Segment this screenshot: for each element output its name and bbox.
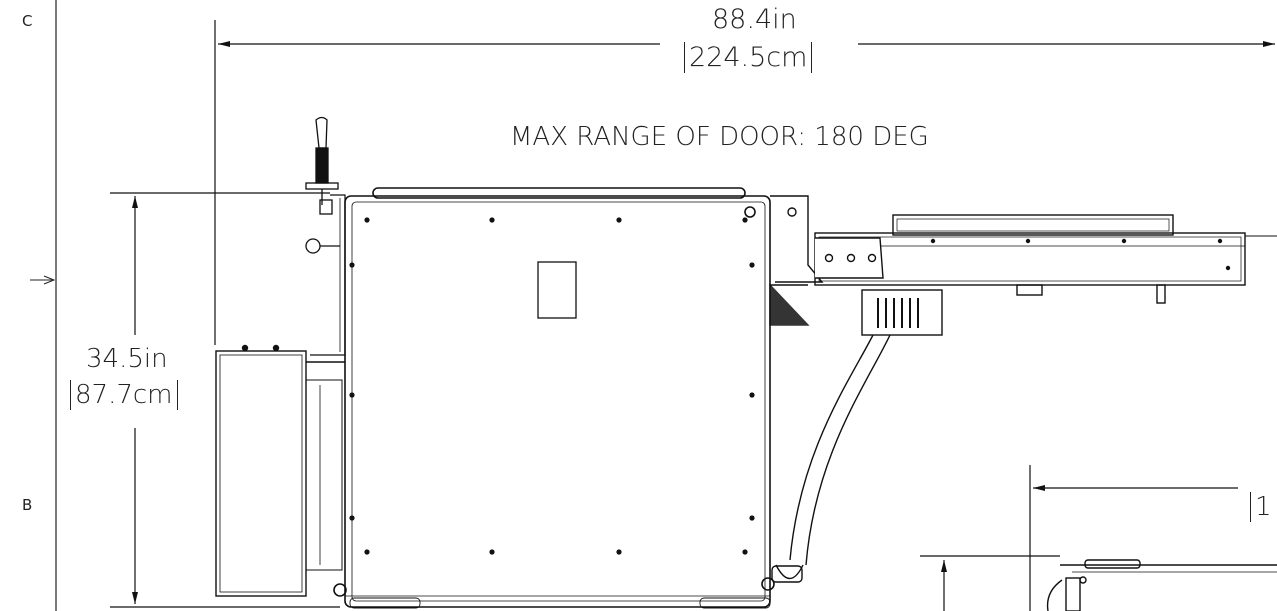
vent-and-hose bbox=[771, 289, 943, 583]
zone-label-c: C bbox=[22, 12, 33, 30]
side-box bbox=[215, 344, 345, 597]
height-dimension-line bbox=[110, 192, 340, 608]
partial-dimension-lines bbox=[920, 465, 1238, 611]
height-dimension-imperial: 34.5in bbox=[86, 344, 168, 374]
width-dimension-line bbox=[214, 20, 1275, 345]
width-dimension-imperial: 88.4in bbox=[712, 4, 797, 35]
lever-handle bbox=[305, 116, 346, 356]
width-dimension-metric: 224.5cm bbox=[684, 42, 813, 73]
lower-right-unit bbox=[1046, 559, 1277, 611]
door-bolts bbox=[930, 238, 1231, 271]
door-range-note: MAX RANGE OF DOOR: 180 DEG bbox=[510, 122, 929, 152]
main-cabinet bbox=[333, 187, 775, 609]
hinge-bracket bbox=[769, 195, 824, 326]
partial-dimension-label: 1 bbox=[1250, 492, 1276, 522]
zone-label-b: B bbox=[22, 496, 33, 514]
cabinet-bolts bbox=[349, 217, 755, 555]
zone-arrow-icon bbox=[30, 275, 56, 285]
open-door bbox=[814, 214, 1277, 304]
height-dimension-metric: 87.7cm bbox=[70, 380, 178, 410]
